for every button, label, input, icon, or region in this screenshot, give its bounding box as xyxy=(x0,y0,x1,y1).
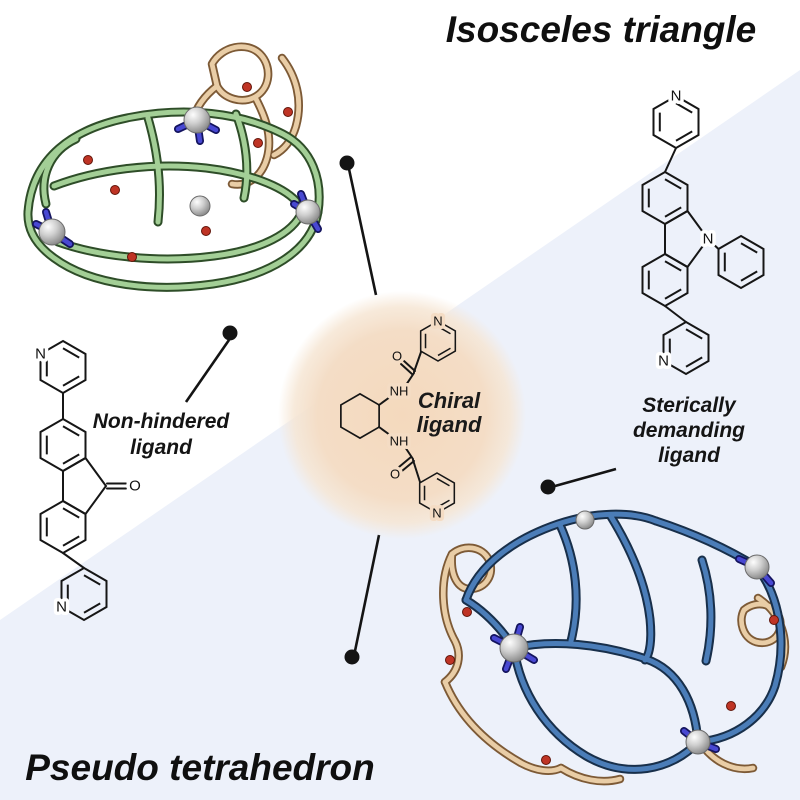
blue-cage-model xyxy=(443,511,785,781)
metal-ion-sphere xyxy=(295,199,321,225)
nitrogen-label: N xyxy=(432,506,441,521)
connector-line-top-cage xyxy=(347,168,378,296)
pyrrole-ring xyxy=(664,209,710,269)
oxygen-atom-dot xyxy=(83,155,93,165)
chiral-ligand-structure: NH O N NH O N Chiral ligand xyxy=(340,310,482,524)
oxygen-atom-dot xyxy=(769,615,779,625)
oxygen-atom-dot xyxy=(726,701,736,711)
metal-ion-sphere xyxy=(499,633,529,663)
connector-line-right-ligand xyxy=(554,467,617,488)
non-hindered-label-line2: ligand xyxy=(130,436,193,459)
connector-dot xyxy=(540,479,556,495)
nitrogen-label: N xyxy=(433,314,442,329)
connector-dot xyxy=(339,155,355,171)
title-isosceles-triangle: Isosceles triangle xyxy=(446,9,757,50)
connector-dot xyxy=(344,649,360,665)
nh-label: NH xyxy=(390,384,409,399)
sterically-demanding-label-line2: demanding xyxy=(633,419,745,442)
green-cage-model xyxy=(28,47,320,288)
metal-ion-sphere xyxy=(183,106,211,134)
metal-ion-sphere xyxy=(685,729,711,755)
sterically-demanding-ligand-structure: N N N Sterically demanding ligand xyxy=(633,84,764,467)
oxygen-atom-dot xyxy=(127,252,137,262)
oxygen-atom-dot xyxy=(110,185,120,195)
chiral-ligand-label-line1: Chiral xyxy=(418,388,481,413)
connector-dot xyxy=(222,325,238,341)
connector-line-bottom-cage xyxy=(353,534,381,652)
metal-ion-sphere xyxy=(575,510,595,530)
oxygen-atom-dot xyxy=(541,755,551,765)
non-hindered-ligand-structure: N O N Non-hindered ligand xyxy=(32,341,231,620)
metal-ion-sphere xyxy=(744,554,770,580)
oxygen-atom-dot xyxy=(445,655,455,665)
sterically-demanding-label-line3: ligand xyxy=(658,444,721,467)
oxygen-atom-dot xyxy=(201,226,211,236)
oxygen-atom-dot xyxy=(462,607,472,617)
oxygen-label: O xyxy=(392,349,402,364)
nitrogen-label: N xyxy=(56,599,67,616)
oxygen-atom-dot xyxy=(283,107,293,117)
chiral-ligand-halo xyxy=(278,291,526,539)
nitrogen-label: N xyxy=(35,346,46,363)
nitrogen-label: N xyxy=(703,231,714,248)
cyclopentanone-ring xyxy=(62,456,108,516)
oxygen-atom-dot xyxy=(253,138,263,148)
chiral-ligand-label-line2: ligand xyxy=(417,412,482,437)
metal-ion-sphere xyxy=(189,195,211,217)
nitrogen-label: N xyxy=(658,353,669,370)
connectors xyxy=(184,155,617,665)
title-pseudo-tetrahedron: Pseudo tetrahedron xyxy=(25,747,375,788)
oxygen-label: O xyxy=(390,467,400,482)
non-hindered-label-line1: Non-hindered xyxy=(93,410,231,433)
sterically-demanding-label-line1: Sterically xyxy=(642,394,737,417)
nitrogen-label: N xyxy=(671,88,682,105)
oxygen-atom-dot xyxy=(242,82,252,92)
connector-line-left-ligand xyxy=(184,339,231,403)
oxygen-label: O xyxy=(129,478,141,495)
nh-label: NH xyxy=(390,434,409,449)
metal-ion-sphere xyxy=(38,218,66,246)
